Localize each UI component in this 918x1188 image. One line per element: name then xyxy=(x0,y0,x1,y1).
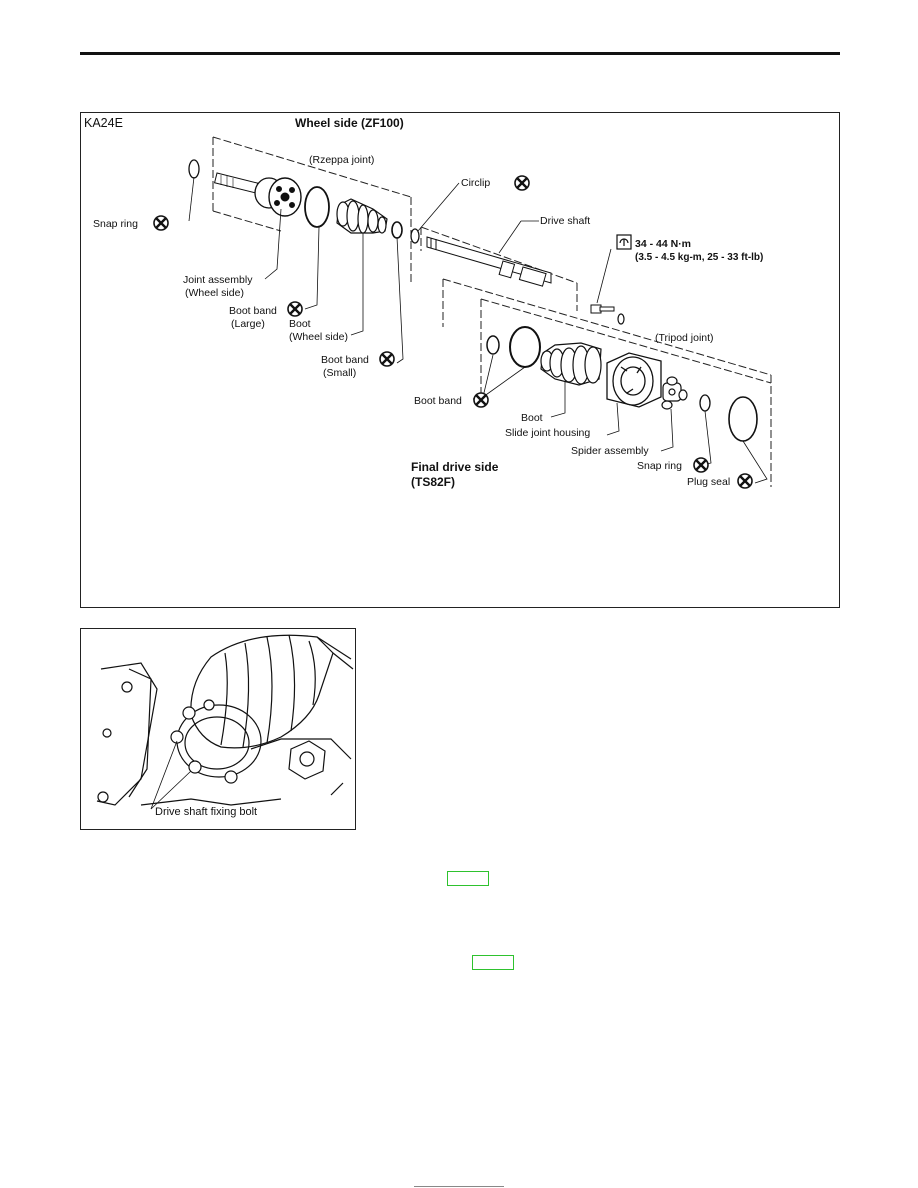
tripod-label: (Tripod joint) xyxy=(655,332,714,344)
snap-ring-left-label: Snap ring xyxy=(93,218,138,230)
fixing-bolt-part xyxy=(590,304,615,314)
do-not-reuse-icon xyxy=(736,472,754,490)
wheel-side-title: Wheel side (ZF100) xyxy=(295,116,404,130)
snap-ring-fd-part xyxy=(699,394,711,412)
fixing-bolt-illustration-frame: Drive shaft fixing bolt xyxy=(80,628,356,830)
joint-assembly-sublabel: (Wheel side) xyxy=(185,287,244,299)
do-not-reuse-icon xyxy=(286,300,304,318)
joint-assembly-part xyxy=(213,172,302,217)
boot-wheel-sublabel: (Wheel side) xyxy=(289,331,348,343)
do-not-reuse-icon xyxy=(152,214,170,232)
torque-value-alt: (3.5 - 4.5 kg-m, 25 - 33 ft-lb) xyxy=(635,252,763,263)
exploded-diagram: KA24E Wheel side (ZF100) Snap ring (Rzep… xyxy=(84,116,772,490)
slide-joint-housing-label: Slide joint housing xyxy=(505,427,590,439)
boot-wheel-label: Boot xyxy=(289,318,311,330)
do-not-reuse-icon xyxy=(378,350,396,368)
boot-band-small-part xyxy=(391,221,403,239)
wheel-side-panel xyxy=(212,136,412,285)
fixing-bolt-label: Drive shaft fixing bolt xyxy=(155,806,257,818)
boot-band-fd-large-part xyxy=(509,326,541,368)
boot-band-fd-label: Boot band xyxy=(414,395,462,407)
boot-fd-part xyxy=(540,342,602,386)
fixing-bolt-illustration: Drive shaft fixing bolt xyxy=(96,634,354,818)
boot-wheel-part xyxy=(336,198,388,234)
circlip-part xyxy=(410,228,420,244)
torque-value: 34 - 44 N·m xyxy=(635,238,691,250)
drive-shaft-part xyxy=(426,236,552,287)
drive-shaft-label: Drive shaft xyxy=(540,215,590,227)
boot-band-small-label: Boot band xyxy=(321,354,369,366)
plug-seal-label: Plug seal xyxy=(687,476,730,488)
snap-ring-wheel-part xyxy=(188,159,200,179)
do-not-reuse-icon xyxy=(472,391,490,409)
spider-assembly-part xyxy=(661,376,688,410)
drive-shaft-panel xyxy=(420,226,578,311)
header-rule xyxy=(80,52,840,55)
reference-link[interactable] xyxy=(447,871,489,886)
boot-band-fd-small-part xyxy=(486,335,500,355)
boot-band-large-label: Boot band xyxy=(229,305,277,317)
final-drive-panel xyxy=(442,278,772,487)
boot-band-small-sublabel: (Small) xyxy=(323,367,356,379)
do-not-reuse-icon xyxy=(513,174,531,192)
reference-link[interactable] xyxy=(472,955,514,970)
snap-ring-fd-label: Snap ring xyxy=(637,460,682,472)
final-drive-title: Final drive side xyxy=(411,460,499,474)
rzeppa-label: (Rzeppa joint) xyxy=(309,154,374,166)
washer-part xyxy=(617,313,625,325)
exploded-diagram-frame: KA24E Wheel side (ZF100) Snap ring (Rzep… xyxy=(80,112,840,608)
joint-assembly-label: Joint assembly xyxy=(183,274,253,286)
boot-fd-label: Boot xyxy=(521,412,543,424)
spider-assembly-label: Spider assembly xyxy=(571,445,649,457)
plug-seal-part xyxy=(728,396,758,442)
do-not-reuse-icon xyxy=(692,456,710,474)
final-drive-subtitle: (TS82F) xyxy=(411,475,455,489)
footer-rule xyxy=(414,1186,504,1187)
slide-joint-housing-part xyxy=(606,352,662,408)
boot-band-large-part xyxy=(304,186,330,228)
circlip-label: Circlip xyxy=(461,177,490,189)
model-label: KA24E xyxy=(84,116,123,130)
boot-band-large-sublabel: (Large) xyxy=(231,318,265,330)
torque-wrench-icon xyxy=(616,234,632,250)
